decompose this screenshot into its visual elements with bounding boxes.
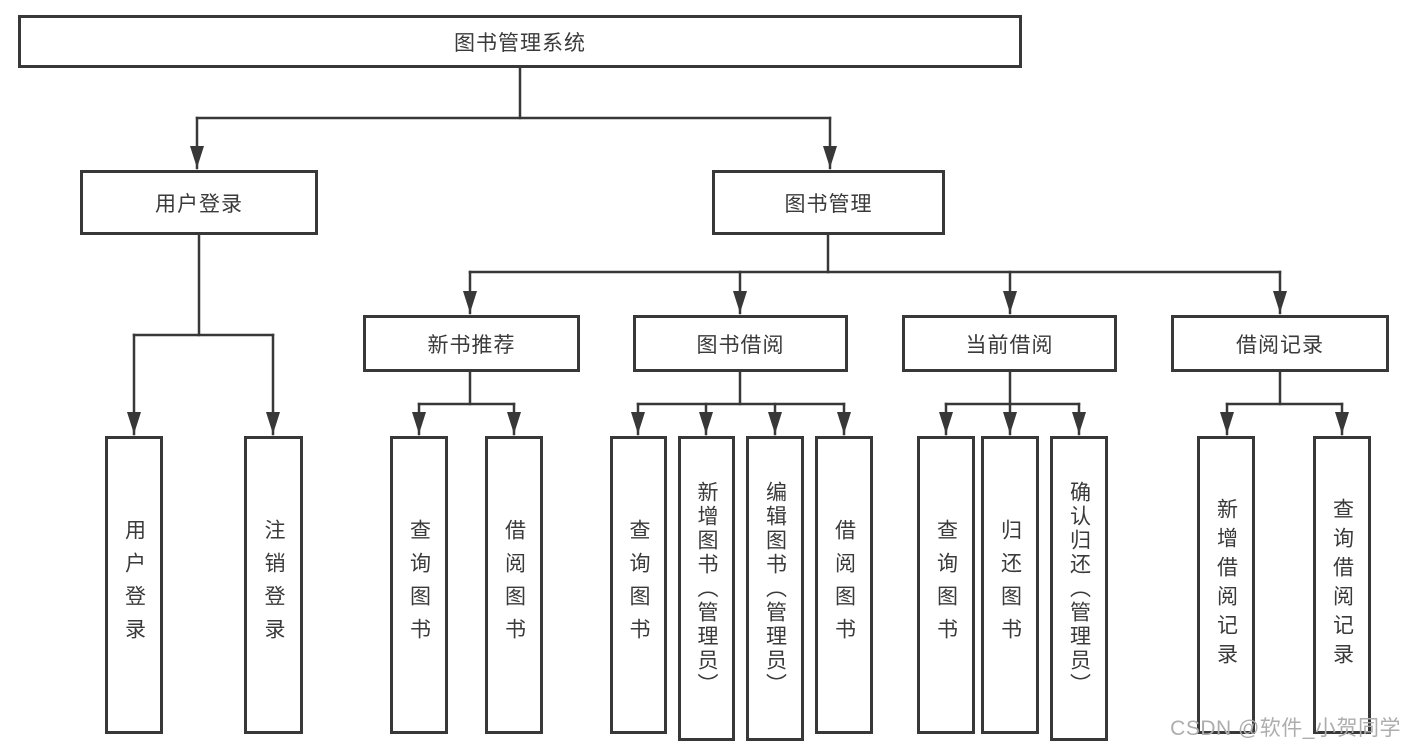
- leaf-add-book-admin: 新增图书（管理员）: [678, 436, 735, 741]
- leaf-borrow-books-recommend: 借阅图书: [485, 436, 543, 734]
- leaf-label: 查询借阅记录: [1330, 498, 1354, 672]
- leaf-borrow-books-borrowing: 借阅图书: [815, 436, 873, 734]
- leaf-add-borrow-record: 新增借阅记录: [1197, 436, 1255, 734]
- node-root-library-system: 图书管理系统: [18, 15, 1022, 68]
- leaf-search-borrow-record: 查询借阅记录: [1313, 436, 1371, 734]
- leaf-label: 借阅图书: [832, 519, 856, 651]
- leaf-user-login: 用户登录: [105, 436, 163, 734]
- node-book-borrowing: 图书借阅: [633, 315, 848, 372]
- leaf-label: 查询图书: [627, 519, 650, 651]
- node-user-login: 用户登录: [80, 170, 318, 235]
- leaf-label: 归还图书: [998, 519, 1022, 651]
- leaf-search-books-borrowing: 查询图书: [610, 436, 667, 734]
- leaf-label: 新增图书（管理员）: [695, 480, 718, 697]
- leaf-label: 确认归还（管理员）: [1067, 480, 1091, 697]
- leaf-label: 查询图书: [407, 519, 431, 651]
- csdn-watermark: CSDN @软件_小贺同学: [1170, 717, 1401, 740]
- leaf-label: 查询图书: [934, 519, 958, 651]
- leaf-search-books-recommend: 查询图书: [390, 436, 448, 734]
- node-label: 当前借阅: [965, 333, 1054, 357]
- node-label: 图书管理: [784, 192, 873, 216]
- node-label: 用户登录: [155, 192, 243, 216]
- leaf-confirm-return-admin: 确认归还（管理员）: [1050, 436, 1108, 741]
- leaf-search-books-current: 查询图书: [917, 436, 975, 734]
- node-current-borrowing: 当前借阅: [902, 315, 1117, 372]
- leaf-logout-login: 注销登录: [244, 436, 303, 734]
- leaf-label: 借阅图书: [502, 519, 526, 651]
- node-new-book-recommendation: 新书推荐: [363, 315, 580, 372]
- node-book-management: 图书管理: [712, 170, 945, 235]
- node-label: 借阅记录: [1236, 333, 1324, 357]
- leaf-return-books: 归还图书: [981, 436, 1039, 734]
- leaf-label: 注销登录: [262, 519, 285, 651]
- leaf-label: 编辑图书（管理员）: [763, 480, 787, 697]
- leaf-edit-book-admin: 编辑图书（管理员）: [746, 436, 804, 741]
- leaf-label: 新增借阅记录: [1214, 498, 1238, 672]
- node-label: 新书推荐: [427, 333, 516, 357]
- leaf-label: 用户登录: [122, 519, 146, 651]
- node-label: 图书借阅: [696, 333, 785, 357]
- node-borrow-records: 借阅记录: [1171, 315, 1389, 372]
- node-label: 图书管理系统: [454, 31, 586, 55]
